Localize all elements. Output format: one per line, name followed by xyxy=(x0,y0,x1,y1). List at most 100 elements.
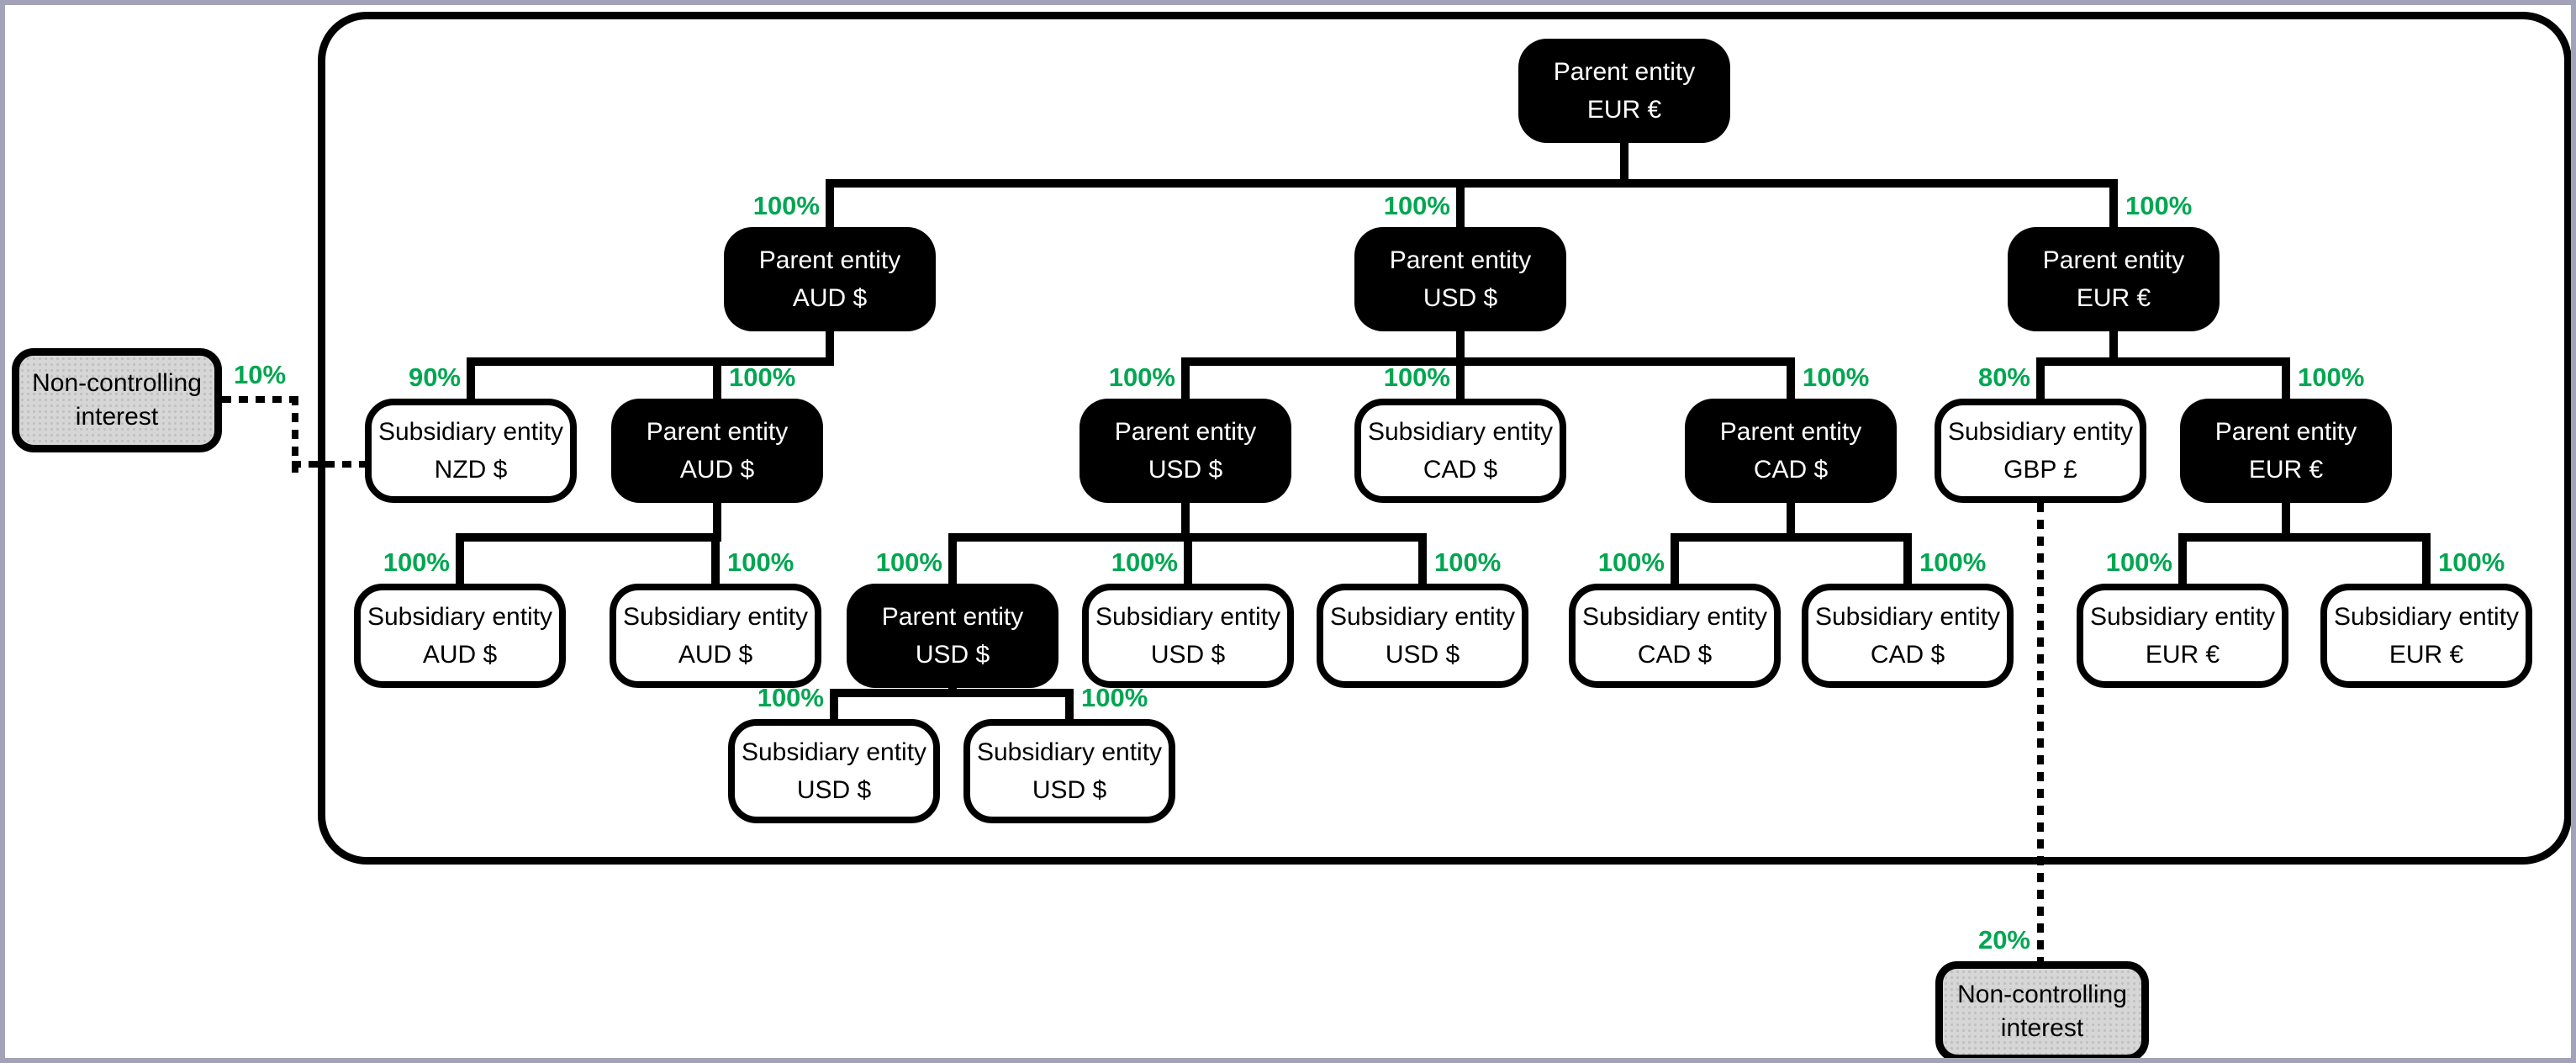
connector-drop xyxy=(826,179,834,227)
connector-drop xyxy=(1456,179,1465,227)
ownership-percentage: 100% xyxy=(1383,191,1450,220)
ownership-percentage: 100% xyxy=(1383,362,1450,392)
currency-label: CAD $ xyxy=(1637,640,1713,669)
connector-drop xyxy=(830,689,838,719)
currency-label: AUD $ xyxy=(792,283,868,312)
ownership-percentage: 100% xyxy=(1803,362,1870,392)
ownership-percentage: 100% xyxy=(1919,547,1987,577)
connector-feed xyxy=(826,331,834,366)
entity-type-label: Subsidiary entity xyxy=(1581,602,1768,631)
connector-drop xyxy=(1181,357,1190,399)
currency-label: AUD $ xyxy=(678,640,753,669)
entity-type-label: Subsidiary entity xyxy=(1947,417,2134,446)
entity-type-label: Parent entity xyxy=(2042,246,2185,274)
connector-feed xyxy=(1620,143,1628,188)
currency-label: AUD $ xyxy=(679,455,755,484)
currency-label: USD $ xyxy=(1150,640,1226,669)
connector-drop xyxy=(1903,533,1912,584)
ownership-percentage: 100% xyxy=(1597,547,1665,577)
entity-type-label: Parent entity xyxy=(1719,417,1862,446)
ownership-percentage: 100% xyxy=(727,547,794,577)
connector-bus xyxy=(1181,357,1795,366)
entity-type-label: Subsidiary entity xyxy=(1814,602,2001,631)
entity-type-label: Parent entity xyxy=(758,246,901,274)
ownership-percentage: 100% xyxy=(729,362,796,392)
connector-drop xyxy=(2109,179,2118,227)
currency-label: interest xyxy=(2000,1014,2084,1042)
connector-feed xyxy=(2109,331,2118,366)
connector-drop xyxy=(1184,533,1192,584)
nci-ownership-percentage: 20% xyxy=(1977,925,2030,955)
currency-label: CAD $ xyxy=(1870,640,1945,669)
currency-label: EUR € xyxy=(2248,455,2324,484)
currency-label: EUR € xyxy=(2076,283,2151,312)
entity-type-label: Subsidiary entity xyxy=(1367,417,1554,446)
ownership-percentage: 100% xyxy=(2298,362,2365,392)
connector-bus xyxy=(1671,533,1912,542)
currency-label: EUR € xyxy=(2389,640,2464,669)
nci-dotted-link xyxy=(292,461,367,468)
ownership-percentage: 100% xyxy=(1108,362,1175,392)
currency-label: USD $ xyxy=(1148,455,1223,484)
ownership-percentage: 100% xyxy=(383,547,450,577)
currency-label: USD $ xyxy=(796,775,872,804)
ownership-percentage: 100% xyxy=(875,547,942,577)
connector-bus xyxy=(467,357,834,366)
ownership-percentage: 100% xyxy=(752,191,820,220)
ownership-percentage: 100% xyxy=(1111,547,1178,577)
nci-dotted-link xyxy=(2037,503,2044,961)
connector-drop xyxy=(1456,357,1465,399)
connector-feed xyxy=(2282,503,2290,542)
connector-feed xyxy=(1181,503,1190,542)
currency-label: CAD $ xyxy=(1753,455,1829,484)
currency-label: GBP £ xyxy=(2003,455,2077,484)
ownership-percentage: 100% xyxy=(2438,547,2505,577)
entity-type-label: Subsidiary entity xyxy=(2089,602,2276,631)
ownership-percentage: 100% xyxy=(757,683,824,712)
ownership-percentage: 100% xyxy=(1434,547,1502,577)
connector-bus xyxy=(2178,533,2431,542)
currency-label: USD $ xyxy=(1385,640,1460,669)
connector-drop xyxy=(948,533,957,584)
nci-dotted-link xyxy=(222,396,302,403)
entity-type-label: Non-controlling xyxy=(32,369,202,397)
currency-label: USD $ xyxy=(915,640,990,669)
currency-label: NZD $ xyxy=(434,455,508,484)
currency-label: AUD $ xyxy=(422,640,498,669)
entity-type-label: Parent entity xyxy=(1114,417,1257,446)
connector-bus xyxy=(830,689,1074,697)
connector-drop xyxy=(1418,533,1427,584)
connector-drop xyxy=(2178,533,2187,584)
entity-type-label: Subsidiary entity xyxy=(622,602,809,631)
ownership-percentage: 80% xyxy=(1977,362,2030,392)
entity-type-label: Parent entity xyxy=(2214,417,2357,446)
connector-feed xyxy=(1456,331,1465,366)
currency-label: USD $ xyxy=(1423,283,1498,312)
connector-drop xyxy=(456,533,464,584)
nci-dotted-link xyxy=(292,396,298,474)
entity-type-label: Parent entity xyxy=(1389,246,1532,274)
